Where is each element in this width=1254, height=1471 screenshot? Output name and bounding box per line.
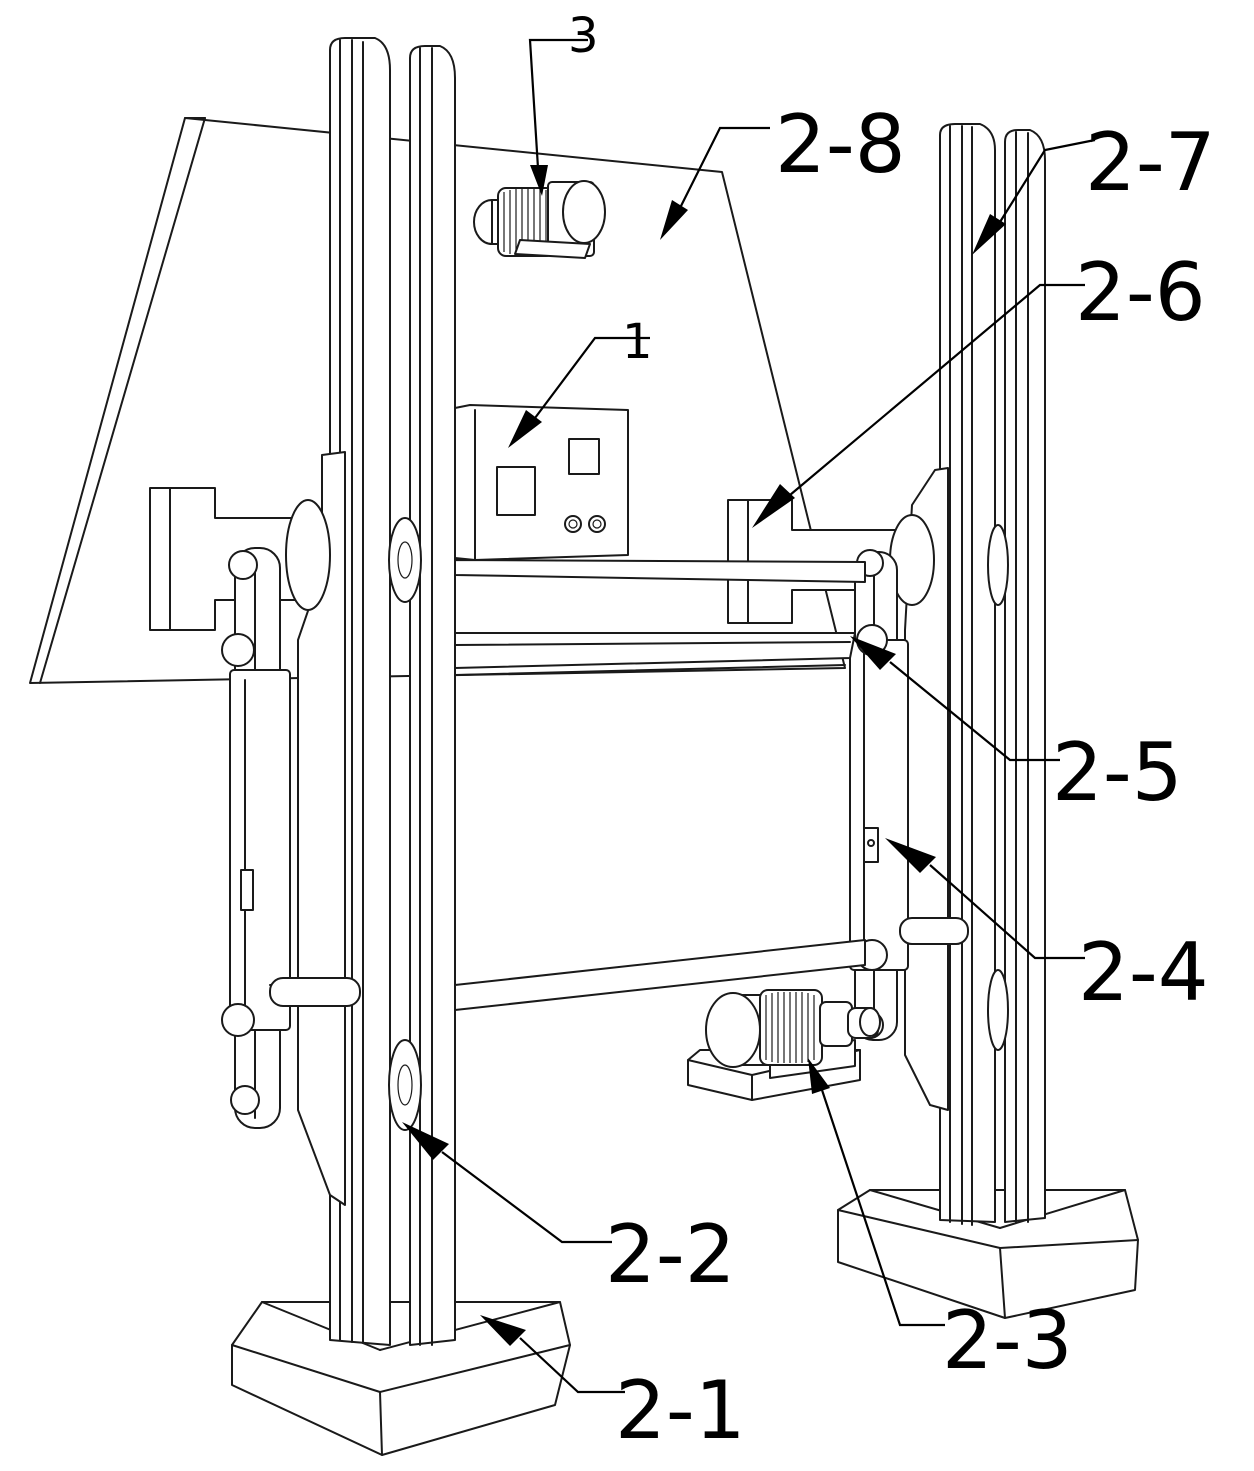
label-2-6: 2-6 — [1075, 246, 1206, 339]
label-2-8: 2-8 — [775, 98, 906, 191]
label-2-3: 2-3 — [942, 1294, 1073, 1387]
control-box-1 — [454, 404, 629, 561]
label-2-5: 2-5 — [1052, 726, 1183, 819]
labels: 3 2-8 2-7 2-6 1 2-5 2-4 2-2 2-3 2-1 — [568, 8, 1216, 1457]
top-motor-3 — [473, 180, 606, 259]
bottom-motor-2-3 — [687, 989, 881, 1101]
label-3: 3 — [568, 8, 599, 64]
label-2-4: 2-4 — [1078, 926, 1209, 1019]
left-column — [149, 37, 571, 1456]
label-2-2: 2-2 — [605, 1208, 736, 1301]
leaders — [402, 38, 1096, 1394]
label-1: 1 — [622, 314, 653, 370]
cross-bars — [269, 559, 969, 1011]
label-2-1: 2-1 — [615, 1364, 746, 1457]
label-2-7: 2-7 — [1085, 116, 1216, 209]
